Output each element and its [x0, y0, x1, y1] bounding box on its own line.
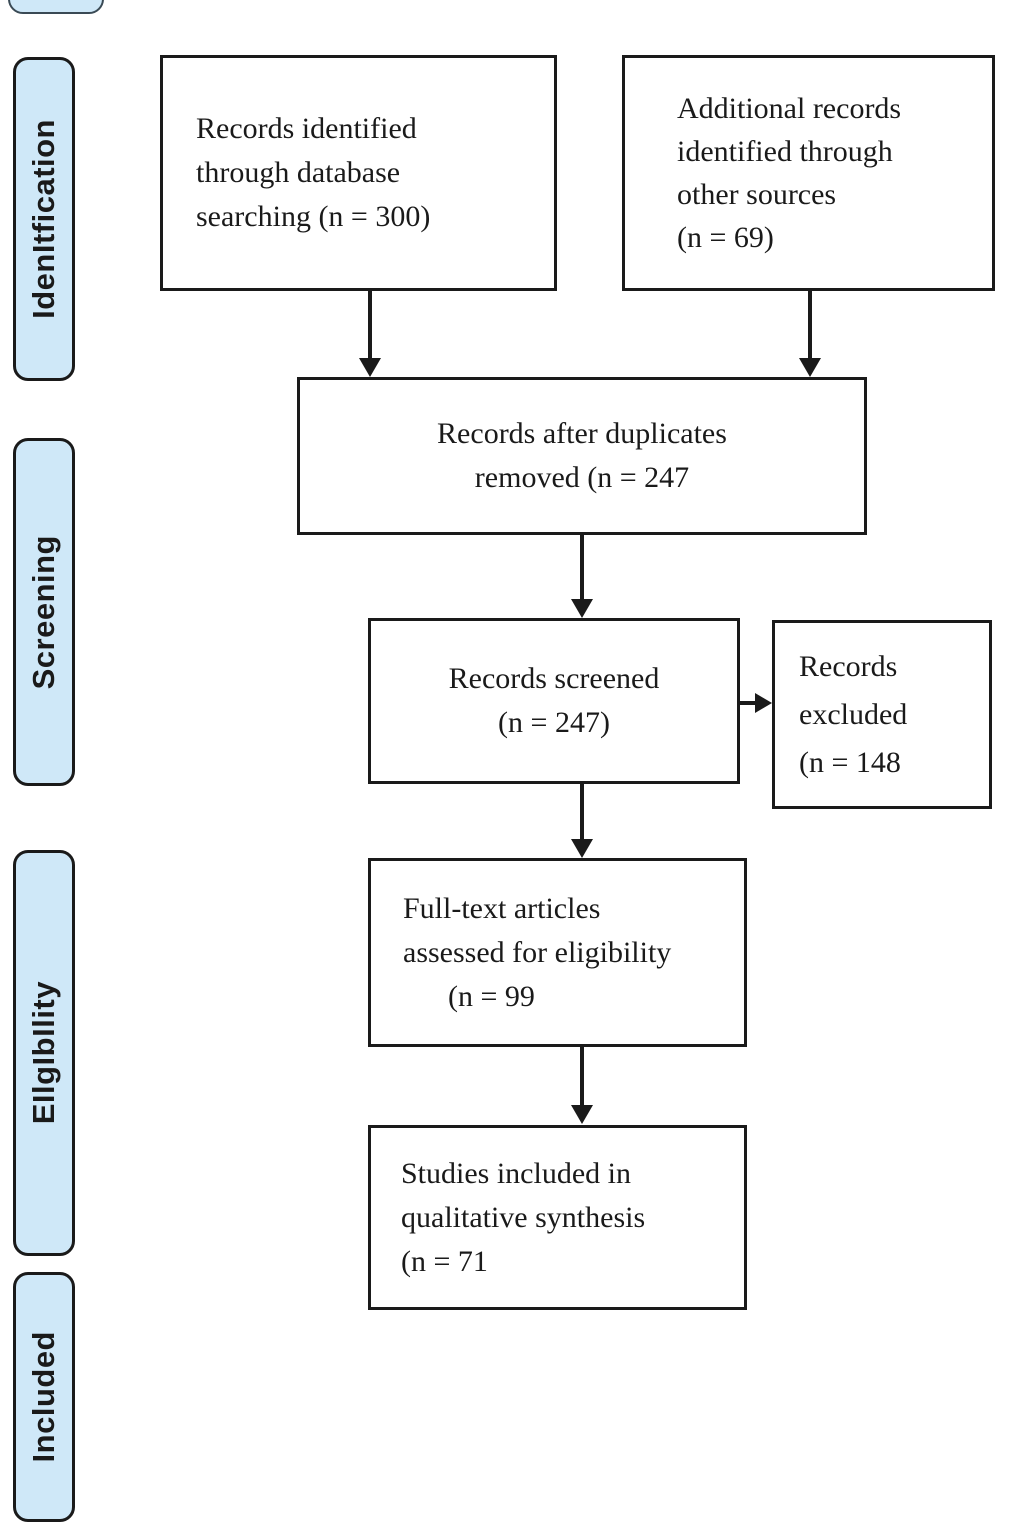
- stage-label-identification: IdenItfication: [26, 119, 61, 319]
- stage-bar-included: Included: [13, 1272, 75, 1522]
- box-records-excluded-text: Records excluded (n = 148: [799, 649, 908, 779]
- box-after-duplicates: Records after duplicates removed (n = 24…: [297, 377, 867, 535]
- arrow-shaft: [580, 782, 584, 840]
- box-fulltext-assessed-text: Full-text articles assessed for eligibil…: [403, 891, 672, 1013]
- arrowhead-down-icon: [359, 358, 381, 377]
- box-records-identified-text: Records identified through database sear…: [196, 112, 431, 233]
- arrowhead-right-icon: [755, 693, 772, 713]
- stage-bar-eligibility: EIlgIbIlity: [13, 850, 75, 1256]
- stage-label-eligibility: EIlgIbIlity: [26, 981, 61, 1125]
- box-additional-records-text: Additional records identified through ot…: [677, 92, 902, 254]
- arrowhead-down-icon: [571, 1105, 593, 1124]
- stage-bar-cropped-top: [8, 0, 104, 14]
- stage-label-included: Included: [26, 1331, 61, 1463]
- arrow-shaft: [580, 1045, 584, 1106]
- box-records-screened-text: Records screened (n = 247): [448, 662, 660, 739]
- box-records-identified: Records identified through database sear…: [160, 55, 557, 291]
- arrow-shaft: [808, 289, 812, 359]
- box-records-screened: Records screened (n = 247): [368, 618, 740, 784]
- stage-bar-screening: Screening: [13, 438, 75, 786]
- box-studies-included: Studies included in qualitative synthesi…: [368, 1125, 747, 1310]
- stage-label-screening: Screening: [26, 534, 61, 690]
- arrow-shaft: [580, 533, 584, 600]
- box-fulltext-assessed: Full-text articles assessed for eligibil…: [368, 858, 747, 1047]
- arrow-shaft: [739, 701, 757, 705]
- box-studies-included-text: Studies included in qualitative synthesi…: [401, 1156, 646, 1278]
- arrow-shaft: [368, 289, 372, 359]
- box-additional-records: Additional records identified through ot…: [622, 55, 995, 291]
- arrowhead-down-icon: [571, 599, 593, 618]
- arrowhead-down-icon: [799, 358, 821, 377]
- box-after-duplicates-text: Records after duplicates removed (n = 24…: [437, 417, 727, 494]
- stage-bar-identification: IdenItfication: [13, 57, 75, 381]
- arrowhead-down-icon: [571, 839, 593, 858]
- box-records-excluded: Records excluded (n = 148: [772, 620, 992, 809]
